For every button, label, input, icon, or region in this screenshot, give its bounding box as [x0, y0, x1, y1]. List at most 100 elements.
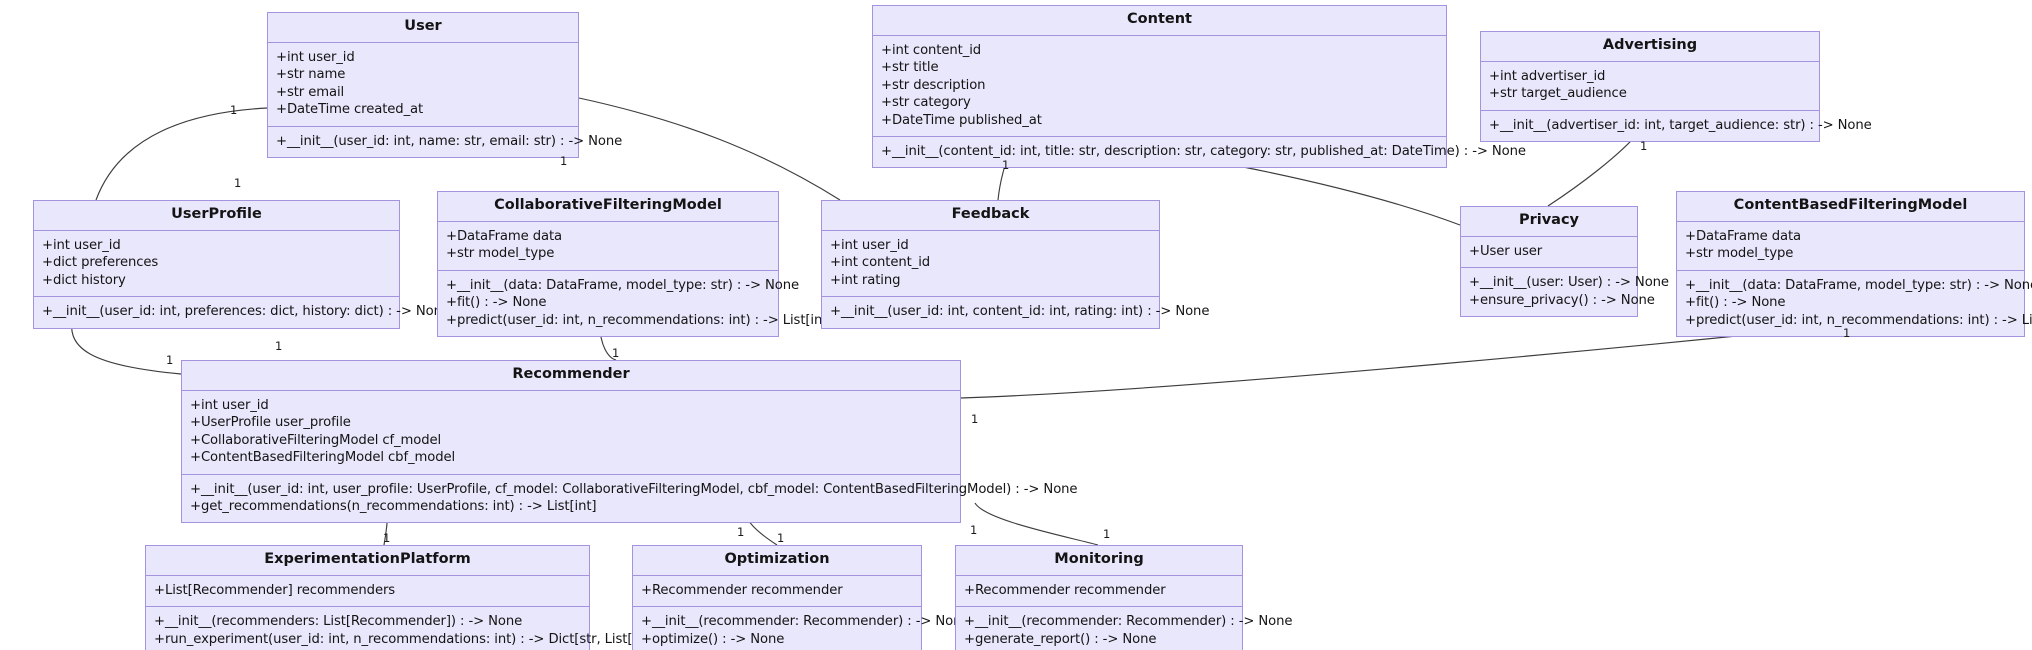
uml-class-title: Advertising [1481, 32, 1819, 62]
uml-class-advertising[interactable]: Advertising +int advertiser_id +str target… [1480, 31, 1872, 143]
uml-class-title: ContentBasedFilteringModel [1677, 192, 2024, 222]
uml-class-optimization[interactable]: Optimization +Recommender recommender +__i… [632, 545, 970, 650]
uml-attribute-row: +CollaborativeFilteringModel cf_model [190, 432, 442, 448]
uml-method-row: +__init__(user_id: int, name: str, email… [276, 133, 623, 149]
uml-attribute-row: +int user_id [830, 237, 909, 253]
uml-attribute-row: +DataFrame data [1685, 228, 1802, 244]
uml-attributes-section: +Recommender recommender [633, 575, 921, 608]
uml-class-title: Content [873, 6, 1446, 36]
uml-class-title: User [268, 13, 578, 43]
uml-method-row: +optimize() : -> None [641, 631, 785, 647]
uml-methods-section: +__init__(data: DataFrame, model_type: s… [1677, 270, 2032, 337]
multiplicity-label: 1 [971, 412, 979, 426]
uml-attribute-row: +str model_type [446, 246, 555, 262]
uml-method-row: +__init__(data: DataFrame, model_type: s… [446, 277, 800, 293]
uml-class-cbfmodel[interactable]: ContentBasedFilteringModel+DataFrame dat… [1676, 191, 2032, 338]
uml-attribute-row: +int rating [830, 272, 901, 288]
multiplicity-label: 1 [970, 523, 978, 537]
uml-method-row: +generate_report() : -> None [964, 631, 1157, 647]
uml-methods-section: +__init__(recommender: Recommender) : ->… [956, 607, 1293, 650]
uml-method-row: +fit() : -> None [1685, 295, 1786, 311]
uml-class-monitoring[interactable]: Monitoring +Recommender recommender +__ini… [955, 545, 1293, 650]
edge-user-feedback [578, 97, 841, 201]
uml-class-title: CollaborativeFilteringModel [438, 192, 778, 222]
multiplicity-label: 1 [560, 154, 568, 168]
multiplicity-label: 1 [1103, 527, 1111, 541]
uml-methods-section: +__init__(user_id: int, content_id: int,… [822, 297, 1210, 328]
uml-attributes-section: +Recommender recommender [956, 575, 1242, 608]
edge-user-userprofile [95, 107, 268, 201]
uml-methods-section: +__init__(data: DataFrame, model_type: s… [438, 270, 833, 337]
uml-attribute-row: +int content_id [830, 255, 931, 271]
uml-class-content[interactable]: Content +int content_id +str title+str des… [872, 5, 1526, 169]
uml-attribute-row: +dict preferences [42, 255, 159, 271]
uml-method-row: +__init__(user_id: int, content_id: int,… [830, 304, 1210, 320]
uml-attribute-row: +int user_id [42, 237, 121, 253]
uml-attribute-row: +str title [881, 60, 939, 76]
multiplicity-label: 1 [1640, 139, 1648, 153]
uml-class-experimentation[interactable]: ExperimentationPlatform +List[Recommender… [145, 545, 660, 650]
uml-attribute-row: +Recommender recommender [641, 582, 843, 598]
uml-methods-section: +__init__(user_id: int, name: str, email… [268, 126, 623, 158]
multiplicity-label: 1 [383, 531, 391, 545]
multiplicity-label: 1 [1843, 326, 1851, 340]
uml-method-row: +__init__(user_id: int, user_profile: Us… [190, 481, 1078, 497]
uml-method-row: +ensure_privacy() : -> None [1469, 292, 1655, 308]
uml-method-row: +__init__(content_id: int, title: str, d… [881, 144, 1526, 160]
uml-class-feedback[interactable]: Feedback+int user_id+int content_id+int … [821, 200, 1210, 329]
uml-attribute-row: +str category [881, 95, 971, 111]
uml-attributes-section: +DataFrame data +str model_type [1677, 221, 2024, 271]
uml-attribute-row: +int content_id [881, 42, 982, 58]
uml-method-row: +__init__(recommender: Recommender) : ->… [964, 614, 1293, 630]
uml-methods-section: +__init__(user_id: int, user_profile: Us… [182, 474, 1078, 523]
uml-attribute-row: +Recommender recommender [964, 582, 1166, 598]
uml-attributes-section: +List[Recommender] recommenders [146, 575, 589, 608]
uml-methods-section: +__init__(content_id: int, title: str, d… [873, 137, 1526, 168]
uml-method-row: +__init__(advertiser_id: int, target_aud… [1489, 117, 1872, 133]
uml-attribute-row: +int advertiser_id [1489, 68, 1606, 84]
uml-attribute-row: +int user_id [190, 397, 269, 413]
uml-attributes-section: +int user_id+UserProfile user_profile+Co… [182, 390, 960, 475]
uml-attribute-row: +str target_audience [1489, 86, 1627, 102]
uml-attribute-row: +ContentBasedFilteringModel cbf_model [190, 450, 456, 466]
uml-method-row: +__init__(user_id: int, preferences: dic… [42, 304, 450, 320]
multiplicity-label: 1 [612, 346, 620, 360]
uml-attribute-row: +dict history [42, 272, 126, 288]
uml-attribute-row: +str description [881, 77, 986, 93]
uml-attribute-row: +DateTime created_at [276, 102, 424, 118]
uml-class-title: Optimization [633, 546, 921, 576]
uml-methods-section: +__init__(recommenders: List[Recommender… [146, 607, 660, 650]
uml-methods-section: +__init__(user_id: int, preferences: dic… [34, 297, 450, 328]
uml-attribute-row: +DataFrame data [446, 228, 563, 244]
uml-class-userprofile[interactable]: UserProfile +int user_id +dict preferences… [33, 200, 450, 329]
uml-method-row: +predict(user_id: int, n_recommendations… [1685, 312, 2032, 328]
uml-class-privacy[interactable]: Privacy+User user+__init__(user: User) :… [1460, 206, 1669, 318]
uml-method-row: +__init__(recommenders: List[Recommender… [154, 614, 523, 630]
uml-class-user[interactable]: User+int user_id+str name+str email+Date… [267, 12, 623, 159]
uml-attributes-section: +User user [1461, 236, 1637, 269]
uml-method-row: +__init__(recommender: Recommender) : ->… [641, 614, 970, 630]
uml-attribute-row: +DateTime published_at [881, 112, 1042, 128]
uml-class-title: UserProfile [34, 201, 399, 231]
uml-attribute-row: +int user_id [276, 49, 355, 65]
uml-method-row: +fit() : -> None [446, 295, 547, 311]
uml-attributes-section: +int user_id +int content_id+int rating [822, 230, 1159, 298]
uml-attribute-row: +User user [1469, 243, 1543, 259]
uml-attribute-row: +str model_type [1685, 246, 1794, 262]
uml-method-row: +__init__(data: DataFrame, model_type: s… [1685, 277, 2032, 293]
uml-class-title: ExperimentationPlatform [146, 546, 589, 576]
uml-attribute-row: +List[Recommender] recommenders [154, 582, 396, 598]
uml-methods-section: +__init__(recommender: Recommender) : ->… [633, 607, 970, 650]
uml-methods-section: +__init__(user: User) : -> None+ensure_p… [1461, 268, 1669, 317]
uml-class-recommender[interactable]: Recommender+int user_id+UserProfile user… [181, 360, 1078, 524]
uml-attribute-row: +str name [276, 67, 346, 83]
edge-recommender-monitoring [974, 502, 1099, 546]
uml-class-cfmodel[interactable]: CollaborativeFilteringModel +DataFrame da… [437, 191, 833, 338]
uml-attributes-section: +int content_id +str title+str descriptio… [873, 35, 1446, 138]
multiplicity-label: 1 [777, 531, 785, 545]
uml-method-row: +run_experiment(user_id: int, n_recommen… [154, 631, 660, 647]
uml-class-title: Monitoring [956, 546, 1242, 576]
uml-method-row: +predict(user_id: int, n_recommendations… [446, 312, 833, 328]
multiplicity-label: 1 [1002, 158, 1010, 172]
